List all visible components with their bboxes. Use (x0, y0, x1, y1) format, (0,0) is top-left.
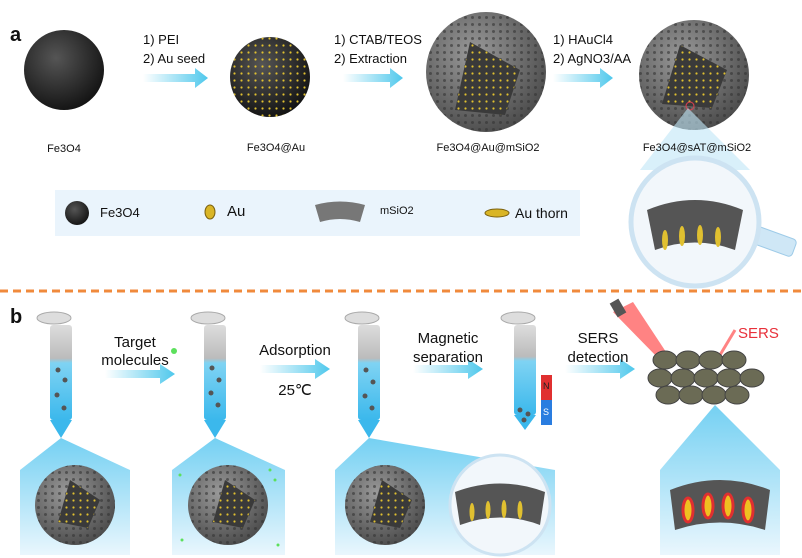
step-b-4-line-1: SERS (577, 330, 619, 347)
step-b-1-line-1: Target (114, 334, 156, 351)
arrow-b-4 (565, 359, 635, 379)
panel-b-label: b (10, 306, 23, 328)
legend-au-thorn: Au thorn (515, 205, 568, 221)
step-b-2-line-1: Adsorption (259, 342, 331, 359)
sers-substrate (609, 298, 765, 405)
zoom-panel-4 (660, 405, 780, 555)
step-1-line-2: 2) Au seed (143, 51, 206, 66)
legend-icons (65, 201, 510, 225)
fe3o4-au-msio2-sphere (426, 12, 546, 132)
step-2-line-2: 2) Extraction (334, 51, 407, 66)
product-label-4: Fe3O4@sAT@mSiO2 (642, 142, 752, 154)
au-legend-icon (204, 204, 216, 220)
step-3-line-1: 1) HAuCl4 (553, 32, 613, 47)
legend: Fe3O4 Au mSiO2 Au thorn (55, 190, 580, 236)
arrow-step-3 (553, 68, 613, 88)
zoom-panel-3 (335, 438, 555, 557)
fe3o4-au-sphere (230, 37, 310, 117)
arrow-step-1 (143, 68, 208, 88)
target-molecule-icon (171, 348, 177, 354)
arrow-b-3 (413, 359, 483, 379)
product-label-1: Fe3O4 (47, 143, 81, 155)
tube-2 (190, 311, 226, 438)
step-b-1-line-2: molecules (101, 352, 169, 369)
arrow-step-2 (343, 68, 403, 88)
fe3o4-sphere (24, 30, 104, 110)
step-b-2-line-2: 25℃ (278, 382, 312, 399)
tube-1 (36, 311, 72, 438)
arrow-b-1 (105, 364, 175, 384)
panel-a-label: a (10, 24, 22, 46)
arrow-b-2 (260, 359, 330, 379)
step-b-4-line-2: detection (567, 349, 629, 366)
msio2-legend-icon (315, 201, 365, 222)
sers-signal-label: SERS (738, 325, 779, 342)
step-b-3-line-2: separation (412, 349, 484, 366)
fe3o4-legend-icon (65, 201, 89, 225)
tube-4-with-magnet (500, 311, 552, 430)
fe3o4-sat-msio2-sphere (639, 20, 749, 130)
step-b-3-line-1: Magnetic (417, 330, 479, 347)
step-3-line-2: 2) AgNO3/AA (553, 51, 632, 66)
magnet-south: S (543, 407, 550, 417)
legend-au: Au (227, 203, 246, 220)
zoom-panel-1 (20, 438, 130, 555)
magnifier (628, 108, 797, 289)
product-label-3: Fe3O4@Au@mSiO2 (436, 142, 540, 154)
step-1-line-1: 1) PEI (143, 32, 180, 47)
product-label-2: Fe3O4@Au (246, 142, 306, 154)
magnet-north: N (543, 381, 550, 391)
tube-3 (344, 311, 380, 438)
legend-msio2: mSiO2 (380, 205, 414, 217)
au-thorn-legend-icon (484, 208, 510, 218)
step-2-line-1: 1) CTAB/TEOS (334, 32, 422, 47)
zoom-panel-2 (172, 438, 285, 555)
legend-fe3o4: Fe3O4 (100, 205, 140, 220)
